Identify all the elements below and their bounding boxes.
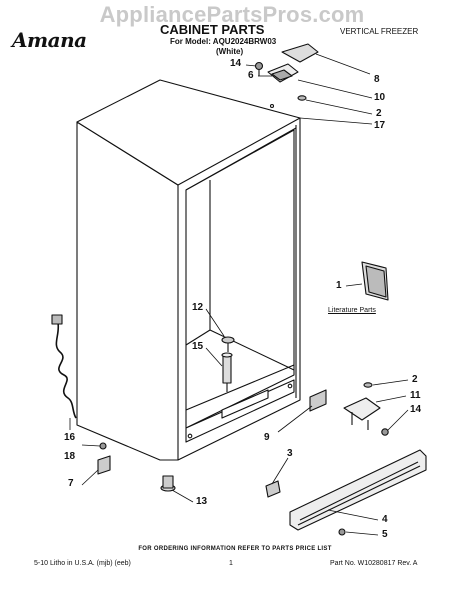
callout-14-bottom: 14 [410,404,422,415]
leg-bracket-part [97,455,111,475]
callout-14-top: 14 [230,58,242,69]
watermark-text: AppliancePartsPros.com [99,2,365,27]
grille-clip-part [265,480,281,498]
power-cord-part [55,322,77,419]
callout-8: 8 [374,74,380,85]
cabinet-opening [185,129,295,429]
callout-6: 6 [248,70,254,81]
toe-grille-part [289,449,427,531]
callout-2-bottom: 2 [412,374,418,385]
callout-12: 12 [192,302,204,313]
drain-plug-part [221,336,235,344]
callout-13: 13 [196,496,208,507]
literature-parts-label: Literature Parts [328,307,376,314]
callout-1: 1 [336,280,342,291]
screw-part-top [254,61,264,71]
base-vent [221,389,269,419]
callout-16: 16 [64,432,76,443]
callout-3: 3 [287,448,293,459]
callout-9: 9 [264,432,270,443]
callout-4: 4 [382,514,388,525]
callout-15: 15 [192,341,204,352]
page-number: 1 [229,560,233,567]
callout-5: 5 [382,529,388,540]
washer-part-bottom [363,382,373,388]
page-title: CABINET PARTS [160,22,265,37]
litho-info: 5-10 Litho in U.S.A. (mjb) (eeb) [34,560,131,567]
callout-2-top: 2 [376,108,382,119]
ordering-info: FOR ORDERING INFORMATION REFER TO PARTS … [138,546,332,552]
screw-part-leg [99,442,107,450]
washer-part-top [297,95,307,101]
part-number: Part No. W10280817 Rev. A [330,560,418,567]
screw-part-bottom [381,428,389,436]
model-color: (White) [216,47,244,56]
screw-part-grille [338,528,346,536]
brand-logo: Amana [12,28,87,52]
bottom-hinge-part [343,397,381,421]
callout-10: 10 [374,92,386,103]
product-category: VERTICAL FREEZER [340,27,419,36]
callout-18: 18 [64,451,76,462]
model-line: For Model: AQU2024BRW03 [170,37,277,46]
hinge-cover-part [281,43,319,63]
callout-17: 17 [374,120,386,131]
hinge-bracket-part [309,389,327,412]
callout-7: 7 [68,478,74,489]
callout-11: 11 [410,390,421,401]
drain-tube-part [222,354,232,384]
